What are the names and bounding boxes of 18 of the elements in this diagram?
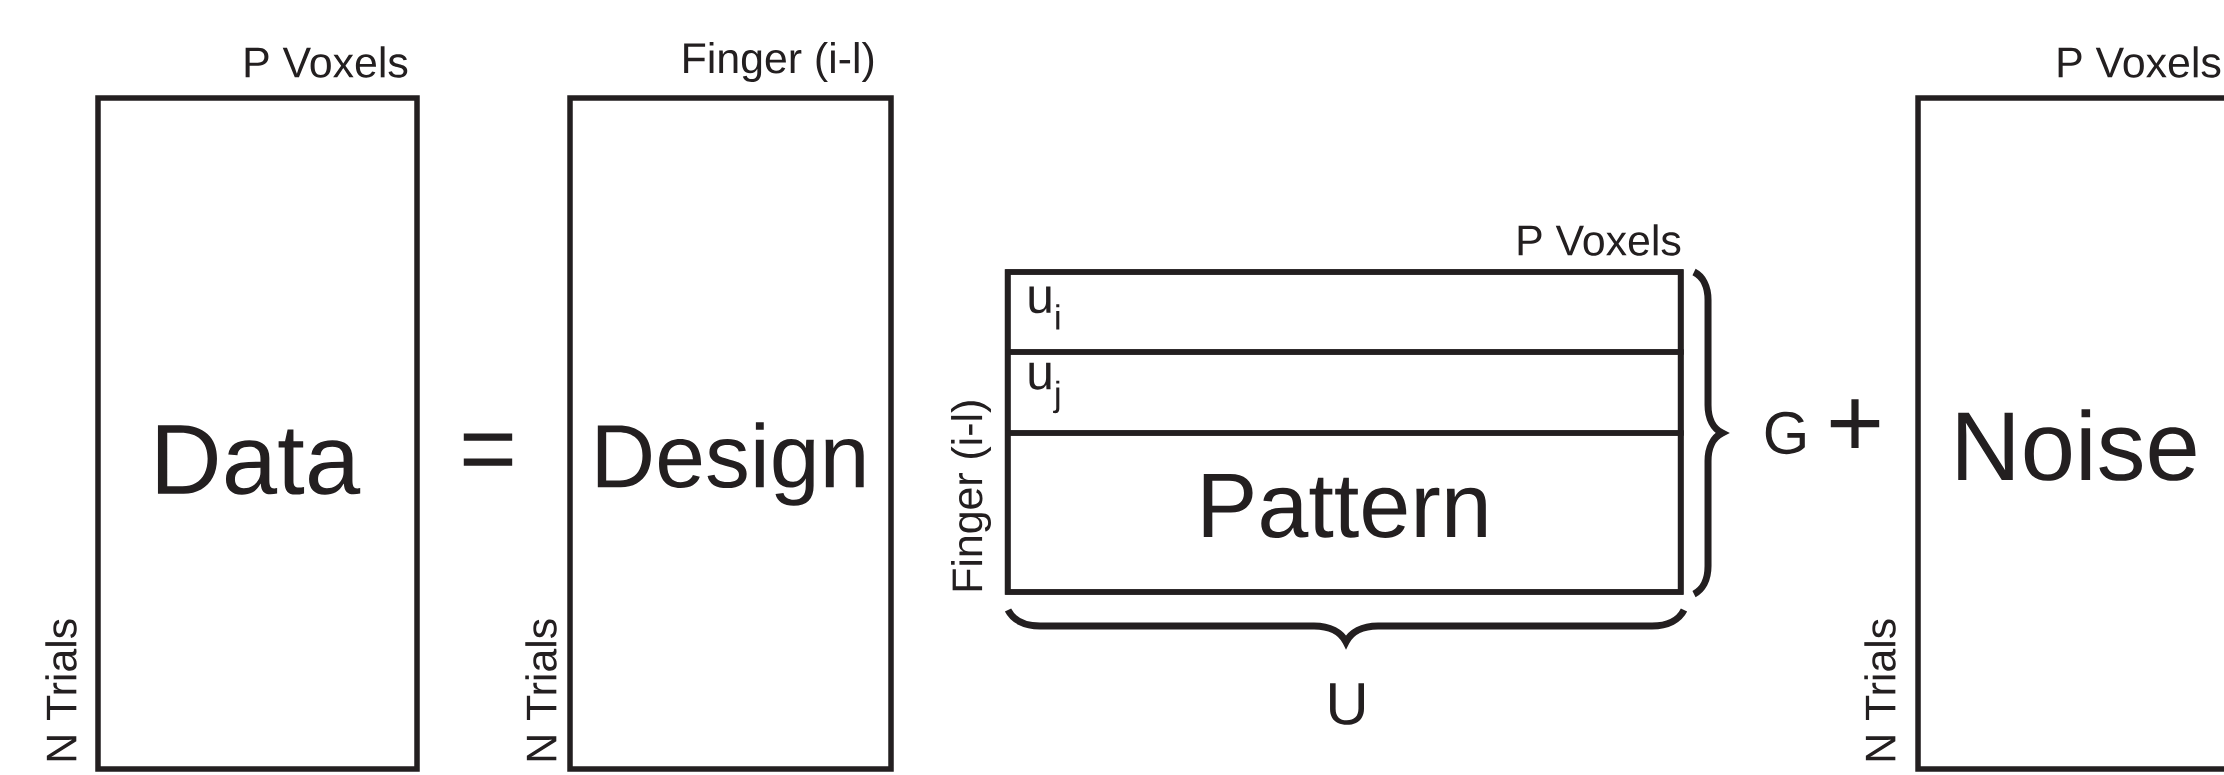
axis-label: Finger (i-l) bbox=[684, 42, 874, 82]
axis-label: P Voxels bbox=[2058, 46, 2221, 78]
brace-label: U bbox=[1330, 683, 1364, 725]
operator-sign: = bbox=[463, 433, 513, 466]
matrix-row: u$_{j}$ bbox=[1005, 349, 1684, 436]
axis-label: P Voxels bbox=[245, 46, 408, 78]
axis-label: N Trials bbox=[525, 619, 557, 761]
axis-label: N Trials bbox=[45, 619, 77, 761]
operator-sign: + bbox=[1830, 399, 1880, 448]
axis-label: N Trials bbox=[1864, 619, 1896, 761]
matrix-box: Noise bbox=[1915, 95, 2224, 772]
axis-label: Finger (i-l) bbox=[951, 401, 991, 591]
brace-label: G bbox=[1765, 411, 1805, 455]
axis-label: P Voxels bbox=[1518, 224, 1681, 256]
matrix-row: u$_{i}$ bbox=[1005, 269, 1684, 355]
matrix-row: Pattern bbox=[1005, 430, 1684, 595]
matrix-box: Design bbox=[567, 95, 894, 772]
matrix-box: Data bbox=[95, 95, 420, 772]
